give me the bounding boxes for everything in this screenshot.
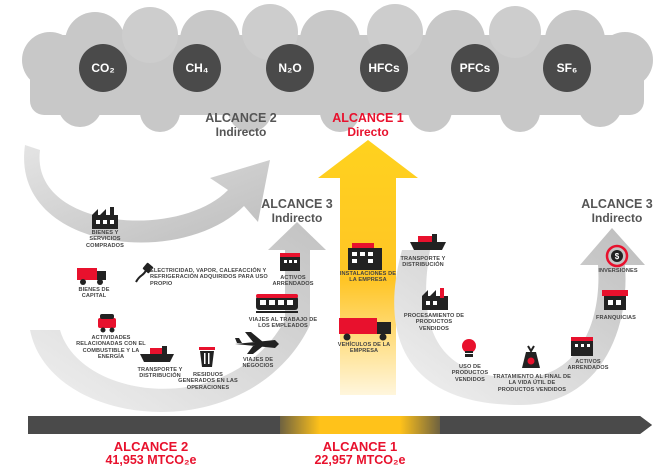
- investment-icon: $: [605, 244, 629, 268]
- plug-icon: [135, 262, 154, 283]
- svg-text:$: $: [615, 252, 620, 261]
- truck-icon: [77, 268, 106, 285]
- label-investments: INVERSIONES: [598, 268, 638, 274]
- factory-icon: [92, 207, 118, 229]
- lightbulb-icon: [462, 339, 476, 357]
- label-leased-up: ACTIVOS ARRENDADOS: [272, 275, 314, 288]
- trash-icon: [199, 347, 215, 367]
- scope1-total: ALCANCE 1 22,957 MTCO₂e: [314, 439, 406, 468]
- label-fuel-energy: ACTIVIDADES RELACIONADAS CON EL COMBUSTI…: [76, 335, 146, 361]
- ship-icon: [140, 346, 174, 362]
- scope3-downstream-title: ALCANCE 3 Indirecto: [581, 197, 653, 225]
- label-transport-down: TRANSPORTE Y DISTRIBUCIÓN: [400, 256, 446, 269]
- airplane-icon: [235, 332, 279, 354]
- label-end-of-life: TRATAMIENTO AL FINAL DE LA VIDA ÚTIL DE …: [492, 374, 572, 393]
- facility-icon: [348, 243, 382, 270]
- scope2-title: ALCANCE 2 Indirecto: [205, 111, 277, 139]
- label-processing: PROCESAMIENTO DE PRODUCTOS VENDIDOS: [403, 313, 465, 332]
- scope3-upstream-arrow: [30, 222, 326, 412]
- label-franchises: FRANQUICIAS: [596, 315, 636, 321]
- scope2-total: ALCANCE 2 41,953 MTCO₂e: [105, 439, 197, 468]
- bottom-bar: [28, 416, 652, 434]
- gas-n2o: N₂O: [266, 44, 314, 92]
- scope3-downstream-arrow: [394, 228, 645, 405]
- leased-building-icon: [571, 337, 593, 356]
- label-use-products: USO DE PRODUCTOS VENDIDOS: [451, 364, 489, 383]
- scope1-title: ALCANCE 1 Directo: [332, 111, 404, 139]
- ship-down-icon: [410, 234, 446, 250]
- company-truck-icon: [339, 318, 391, 341]
- processing-factory-icon: [422, 288, 448, 310]
- gas-ch4: CH₄: [173, 44, 221, 92]
- building-icon: [280, 253, 300, 271]
- label-facilities: INSTALACIONES DE LA EMPRESA: [339, 271, 397, 284]
- scope3-upstream-title: ALCANCE 3 Indirecto: [261, 197, 333, 225]
- label-transport-up: TRANSPORTE Y DISTRIBUCIÓN: [137, 367, 183, 380]
- label-waste: RESIDUOS GENERADOS EN LAS OPERACIONES: [178, 372, 238, 391]
- label-commuting: VIAJES AL TRABAJO DE LOS EMPLEADOS: [248, 317, 318, 330]
- scope2-arrow: [24, 145, 270, 243]
- label-business-travel: VIAJES DE NEGOCIOS: [242, 357, 274, 370]
- label-vehicles: VEHÍCULOS DE LA EMPRESA: [337, 342, 391, 355]
- label-electricity: ELECTRICIDAD, VAPOR, CALEFACCIÓN Y REFRI…: [150, 268, 268, 287]
- label-purchased-goods: BIENES Y SERVICIOS COMPRADOS: [86, 230, 124, 249]
- label-leased-down: ACTIVOS ARRENDADOS: [567, 359, 609, 372]
- store-icon: [602, 290, 628, 310]
- gas-sf6: SF₆: [543, 44, 591, 92]
- gas-pfcs: PFCs: [451, 44, 499, 92]
- gas-hfcs: HFCs: [360, 44, 408, 92]
- label-capital-goods: BIENES DE CAPITAL: [78, 287, 110, 300]
- gas-co2: CO₂: [79, 44, 127, 92]
- train-icon: [256, 294, 298, 313]
- recycle-bag-icon: [522, 345, 540, 368]
- fuel-cart-icon: [98, 314, 116, 333]
